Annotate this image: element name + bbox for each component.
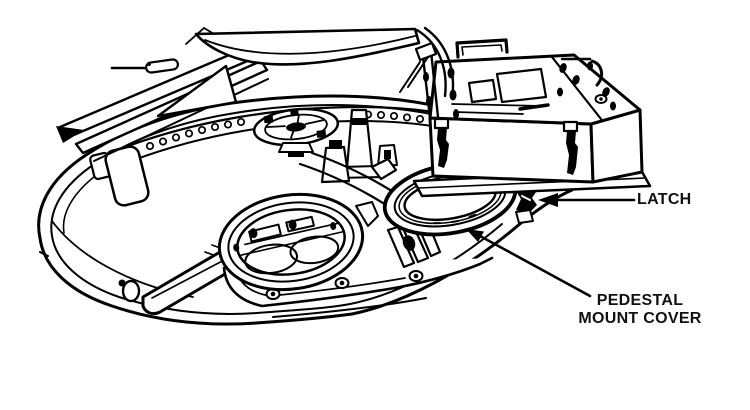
- pedestal-mount-cover-label-line1: PEDESTAL: [596, 292, 684, 309]
- latch-callout-arrow: [538, 193, 636, 207]
- pedestal-mount-cover-label-line2: MOUNT COVER: [578, 310, 702, 327]
- pedestal-cover-callout-arrow: [466, 229, 592, 298]
- hatch-panel: [194, 26, 455, 100]
- latch-label: LATCH: [637, 191, 692, 208]
- pedestal-mount-open: [217, 192, 494, 308]
- cover-arrowhead: [466, 229, 484, 242]
- latch-arrowhead: [538, 193, 558, 207]
- control-panel-knobs: [557, 59, 616, 111]
- box-clamps: [433, 117, 579, 175]
- strut-assembly: [56, 27, 269, 162]
- azimuth-wheel: [252, 107, 340, 157]
- box-mounting-frame: [399, 41, 440, 120]
- pedestal-mount-cover-label: PEDESTAL MOUNT COVER: [540, 292, 740, 328]
- stowed-cylinder: [118, 248, 239, 316]
- rim-pads: [89, 145, 150, 207]
- electronics-box: [399, 38, 652, 198]
